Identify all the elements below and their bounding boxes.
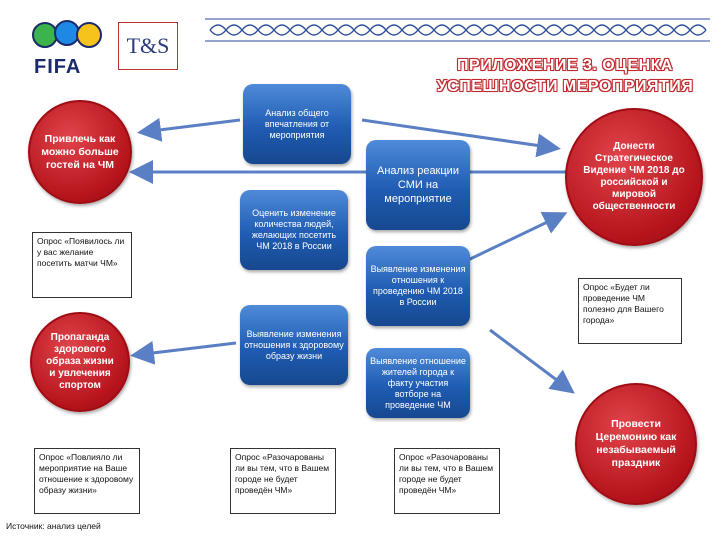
goal-attract-guests-label: Привлечь как можно больше гостей на ЧМ — [38, 133, 122, 172]
survey-useful-text: Опрос «Будет ли проведение ЧМ полезно дл… — [583, 282, 664, 325]
survey-disappointed-2-text: Опрос «Разочарованы ли вы тем, что в Ваш… — [399, 452, 493, 495]
goal-strategic-vision: Донести Стратегическое Видение ЧМ 2018 д… — [565, 108, 703, 246]
survey-disappointed-1: Опрос «Разочарованы ли вы тем, что в Ваш… — [230, 448, 336, 514]
box-overall-impression: Анализ общего впечатления от мероприятия — [243, 84, 351, 164]
box-attitude-change-label: Выявление изменения отношения к проведен… — [370, 264, 466, 308]
goal-healthy-lifestyle-label: Пропаганда здорового образа жизни и увле… — [42, 332, 118, 392]
arrow — [468, 215, 562, 260]
box-healthy-attitude: Выявление изменения отношения к здоровом… — [240, 305, 348, 385]
survey-influence-text: Опрос «Повлияло ли мероприятие на Ваше о… — [39, 452, 133, 495]
arrow — [136, 343, 236, 355]
goal-memorable-ceremony-label: Провести Церемонию как незабываемый праз… — [591, 418, 681, 470]
goal-memorable-ceremony: Провести Церемонию как незабываемый праз… — [575, 383, 697, 505]
goal-strategic-vision-label: Донести Стратегическое Видение ЧМ 2018 д… — [581, 141, 687, 213]
box-healthy-attitude-label: Выявление изменения отношения к здоровом… — [244, 329, 344, 362]
goal-healthy-lifestyle: Пропаганда здорового образа жизни и увле… — [30, 312, 130, 412]
survey-influence: Опрос «Повлияло ли мероприятие на Ваше о… — [34, 448, 140, 514]
box-residents-attitude: Выявление отношение жителей города к фак… — [366, 348, 470, 418]
survey-disappointed-2: Опрос «Разочарованы ли вы тем, что в Ваш… — [394, 448, 500, 514]
survey-desire: Опрос «Появилось ли у вас желание посети… — [32, 232, 132, 298]
box-attitude-change: Выявление изменения отношения к проведен… — [366, 246, 470, 326]
goal-attract-guests: Привлечь как можно больше гостей на ЧМ — [28, 100, 132, 204]
arrow — [490, 330, 570, 390]
box-visitor-change: Оценить изменение количества людей, жела… — [240, 190, 348, 270]
box-visitor-change-label: Оценить изменение количества людей, жела… — [244, 208, 344, 252]
box-overall-impression-label: Анализ общего впечатления от мероприятия — [247, 108, 347, 141]
survey-disappointed-1-text: Опрос «Разочарованы ли вы тем, что в Ваш… — [235, 452, 329, 495]
box-media-reaction: Анализ реакции СМИ на мероприятие — [366, 140, 470, 230]
survey-desire-text: Опрос «Появилось ли у вас желание посети… — [37, 236, 124, 268]
box-media-reaction-label: Анализ реакции СМИ на мероприятие — [370, 164, 466, 206]
arrow — [143, 120, 240, 132]
source-note: Источник: анализ целей — [6, 521, 101, 531]
box-residents-attitude-label: Выявление отношение жителей города к фак… — [370, 356, 466, 411]
survey-useful: Опрос «Будет ли проведение ЧМ полезно дл… — [578, 278, 682, 344]
